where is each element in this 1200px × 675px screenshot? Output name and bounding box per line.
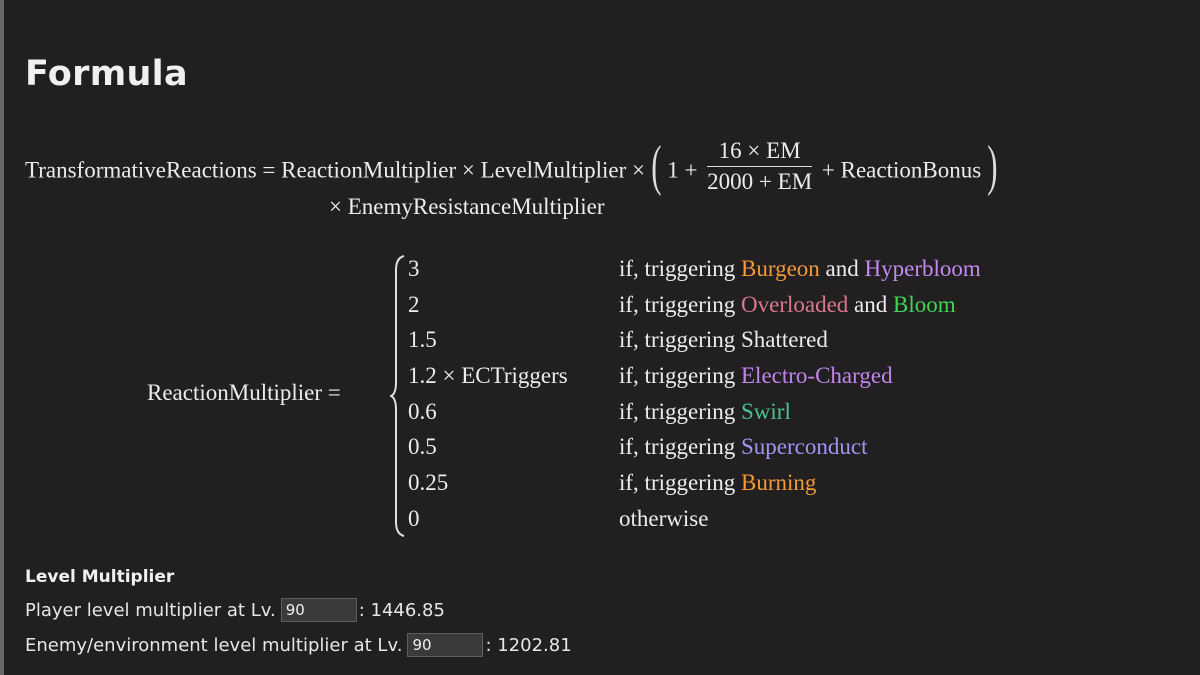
open-paren: (	[650, 135, 662, 197]
player-level-value: : 1446.85	[358, 599, 445, 621]
page-title: Formula	[25, 54, 188, 94]
condition-prefix: if, triggering	[619, 291, 741, 317]
formula-times: ×	[461, 157, 475, 183]
formula-line-1: TransformativeReactions = ReactionMultip…	[25, 135, 998, 204]
enemy-level-row: Enemy/environment level multiplier at Lv…	[25, 633, 572, 657]
case-value: 0.25	[408, 470, 449, 496]
em-fraction: 16 × EM 2000 + EM	[707, 138, 813, 194]
condition-prefix: if, triggering	[619, 470, 741, 496]
reaction-name: Burning	[741, 470, 817, 496]
condition-prefix: if, triggering	[619, 256, 741, 281]
condition-joiner: and	[848, 291, 894, 317]
enemy-level-value: : 1202.81	[485, 634, 572, 656]
formula-times: ×	[632, 157, 646, 183]
case-condition: if, triggering Shattered	[619, 327, 828, 353]
level-multiplier-heading: Level Multiplier	[25, 567, 175, 587]
close-paren: )	[987, 135, 998, 197]
left-brace-icon	[390, 255, 405, 537]
player-level-input[interactable]	[280, 598, 357, 622]
reaction-name: Overloaded	[741, 291, 849, 317]
reaction-name: Superconduct	[741, 434, 868, 460]
formula-equals: =	[262, 157, 276, 183]
formula-lhs: TransformativeReactions	[25, 157, 257, 183]
formula-one-plus: 1 +	[667, 157, 698, 183]
enemy-level-label: Enemy/environment level multiplier at Lv…	[25, 634, 403, 656]
case-value: 1.2 × ECTriggers	[408, 363, 568, 389]
formula-reaction-multiplier: ReactionMultiplier	[281, 157, 457, 183]
left-border	[0, 0, 4, 675]
condition-prefix: if, triggering	[619, 363, 741, 389]
reaction-name: Hyperbloom	[864, 256, 981, 281]
reaction-name: Swirl	[741, 398, 791, 424]
reaction-name: Bloom	[893, 291, 956, 317]
reaction-name: Shattered	[741, 327, 828, 353]
condition-prefix: if, triggering	[619, 398, 741, 424]
case-condition: if, triggering Burning	[619, 470, 816, 496]
case-value: 0.5	[408, 434, 437, 460]
formula-level-multiplier: LevelMultiplier	[480, 157, 627, 183]
fraction-denominator: 2000 + EM	[707, 168, 813, 194]
condition-prefix: if, triggering	[619, 434, 741, 460]
case-condition: if, triggering Electro-Charged	[619, 363, 893, 389]
player-level-label: Player level multiplier at Lv.	[25, 599, 276, 621]
case-value: 3	[408, 256, 420, 281]
fraction-numerator: 16 × EM	[707, 138, 813, 167]
condition-joiner: and	[819, 256, 865, 281]
case-condition: otherwise	[619, 506, 708, 532]
case-condition: if, triggering Swirl	[619, 399, 791, 425]
reaction-name: Burgeon	[741, 256, 820, 281]
enemy-level-input[interactable]	[407, 633, 484, 657]
case-value: 0	[408, 505, 420, 531]
case-condition: if, triggering Overloaded and Bloom	[619, 292, 956, 318]
reaction-multiplier-label: ReactionMultiplier =	[147, 380, 341, 405]
case-value: 0.6	[408, 398, 437, 424]
formula-line-2: × EnemyResistanceMultiplier	[329, 194, 605, 219]
case-condition: if, triggering Superconduct	[619, 434, 867, 460]
condition-prefix: otherwise	[619, 505, 709, 531]
condition-prefix: if, triggering	[619, 327, 741, 353]
case-value: 2	[408, 291, 420, 317]
player-level-row: Player level multiplier at Lv. : 1446.85	[25, 598, 445, 622]
case-condition: if, triggering Burgeon and Hyperbloom	[619, 256, 981, 282]
reaction-name: Electro-Charged	[741, 363, 893, 389]
formula-reaction-bonus: + ReactionBonus	[821, 157, 982, 183]
case-value: 1.5	[408, 327, 437, 353]
